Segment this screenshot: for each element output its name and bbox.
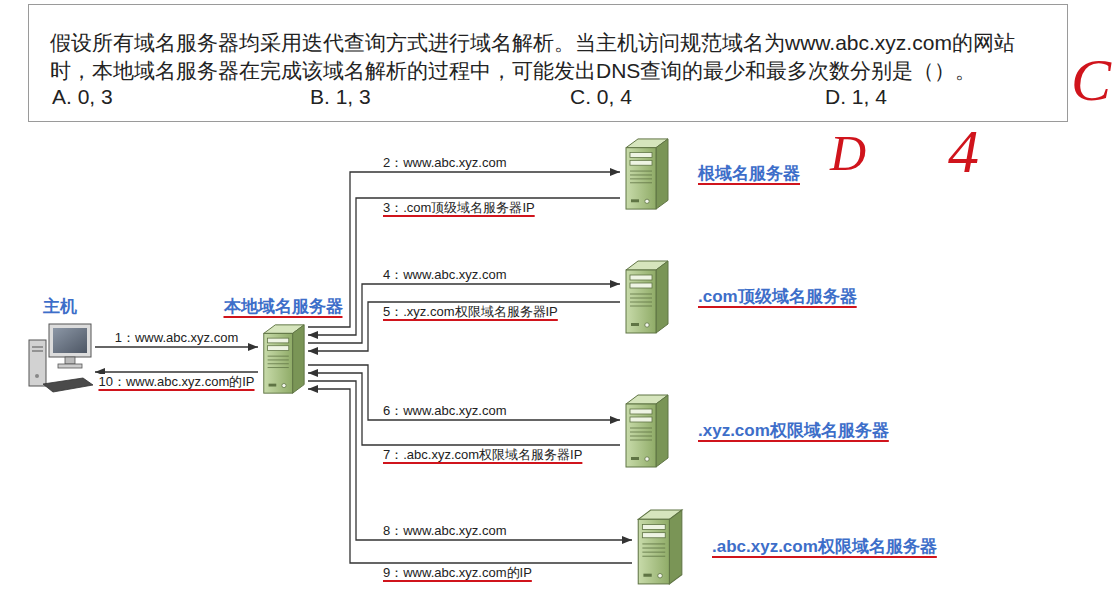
server-icon [620, 258, 672, 336]
node-label: .abc.xyz.com权限域名服务器 [712, 536, 937, 558]
authoritative-dns-server: .xyz.com权限域名服务器 [620, 392, 672, 470]
option-text: C. 0, 4 [570, 85, 632, 109]
arrow-connector [95, 371, 258, 372]
question-text: 假设所有域名服务器均采用迭代查询方式进行域名解析。当主机访问规范域名为www.a… [50, 29, 1047, 85]
edge-label: 2：www.abc.xyz.com [382, 155, 508, 171]
arrow-connector [308, 284, 620, 343]
edge-label: 5：.xyz.com权限域名服务器IP [382, 304, 559, 320]
arrow-connector [308, 389, 632, 563]
node-label: 根域名服务器 [698, 163, 800, 185]
node-label: .com顶级域名服务器 [698, 286, 857, 308]
arrow-connector [308, 302, 620, 351]
option-text: A. 0, 3 [52, 85, 113, 109]
handwritten-mark: C [1071, 50, 1111, 110]
host-computer: 主机 [25, 322, 95, 394]
edge-label: 10：www.abc.xyz.com的IP [97, 374, 255, 390]
edge-label: 7：.abc.xyz.com权限域名服务器IP [382, 447, 583, 463]
server-icon [620, 392, 672, 470]
edge-label: 4：www.abc.xyz.com [382, 267, 508, 283]
question-box: 假设所有域名服务器均采用迭代查询方式进行域名解析。当主机访问规范域名为www.a… [28, 4, 1068, 122]
edge-label: 9：www.abc.xyz.com的IP [382, 565, 533, 581]
tld-dns-server: .com顶级域名服务器 [620, 258, 672, 336]
arrow-connector [308, 172, 620, 327]
server-icon [632, 507, 686, 587]
option-text: B. 1, 3 [310, 85, 371, 109]
arrow-connector [308, 381, 632, 540]
root-dns-server: 根域名服务器 [620, 136, 672, 212]
node-label: .xyz.com权限域名服务器 [698, 420, 889, 442]
server-icon [620, 136, 672, 212]
server-icon [258, 322, 308, 396]
handwritten-mark: 4 [948, 120, 979, 182]
node-label: 主机 [43, 296, 77, 318]
node-label: 本地域名服务器 [224, 296, 343, 318]
edge-label: 3：.com顶级域名服务器IP [382, 200, 536, 216]
local-dns-server: 本地域名服务器 [258, 322, 308, 396]
arrow-connector [95, 346, 258, 347]
handwritten-mark: D [830, 128, 866, 178]
edge-label: 8：www.abc.xyz.com [382, 523, 508, 539]
edge-label: 6：www.abc.xyz.com [382, 403, 508, 419]
option-text: D. 1, 4 [825, 85, 887, 109]
computer-icon [25, 322, 95, 394]
authoritative-dns-server: .abc.xyz.com权限域名服务器 [632, 507, 686, 587]
arrow-connector [308, 373, 620, 445]
arrow-connector [308, 198, 620, 335]
option-row: A. 0, 3 B. 1, 3 C. 0, 4 D. 1, 4 [50, 85, 1047, 109]
edge-label: 1：www.abc.xyz.com [114, 330, 240, 346]
